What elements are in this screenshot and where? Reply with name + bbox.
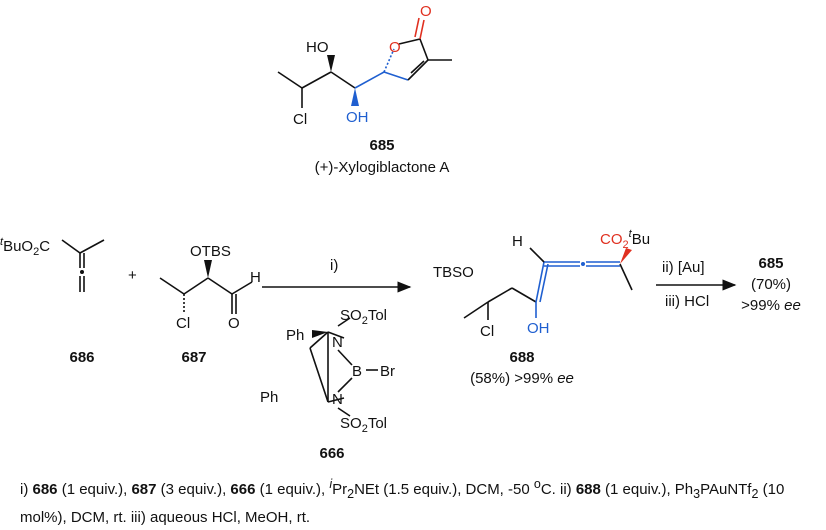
reactant-687-o-label: O bbox=[228, 315, 240, 332]
catalyst-666-ph-bottom: Ph bbox=[260, 389, 278, 406]
catalyst-666-b: B bbox=[352, 363, 362, 380]
intermediate-688-ester: CO2tBu bbox=[600, 228, 650, 251]
catalyst-666-ph-top: Ph bbox=[286, 327, 304, 344]
reactant-687-h-label: H bbox=[250, 269, 261, 286]
target-carbonyl-o-label: O bbox=[420, 3, 432, 20]
intermediate-688-yield: (58%) >99% ee bbox=[470, 370, 574, 387]
intermediate-688-number: 688 bbox=[509, 349, 534, 366]
reactant-687-otbs-label: OTBS bbox=[190, 243, 231, 260]
catalyst-666-n-bottom: N bbox=[332, 391, 343, 408]
reactant-686-structure bbox=[61, 239, 105, 292]
intermediate-688-cl: Cl bbox=[480, 323, 494, 340]
target-ring-o-label: O bbox=[389, 39, 401, 56]
target-ho-label: HO bbox=[306, 39, 329, 56]
product-yield: (70%) bbox=[751, 276, 791, 293]
intermediate-688-ester-wedge bbox=[620, 248, 632, 264]
intermediate-688-tbso: TBSO bbox=[433, 264, 474, 281]
intermediate-688-structure bbox=[463, 247, 633, 320]
catalyst-666-so2tol-bottom: SO2Tol bbox=[340, 415, 387, 435]
target-oh-label: OH bbox=[346, 109, 369, 126]
reaction-scheme: HO Cl OH O O 685 (+)-Xylogiblactone A tB… bbox=[0, 3, 801, 462]
intermediate-688-allene-dot bbox=[581, 262, 585, 266]
reactant-687-structure bbox=[159, 277, 253, 314]
step-iii-label: iii) HCl bbox=[665, 293, 709, 310]
target-structure-685 bbox=[277, 17, 452, 108]
catalyst-666-ph-top-wedge bbox=[312, 330, 328, 338]
intermediate-688-h: H bbox=[512, 233, 523, 250]
catalyst-666-n-top: N bbox=[332, 334, 343, 351]
target-compound-number: 685 bbox=[369, 137, 394, 154]
reactant-686-ester-label: tBuO2C bbox=[0, 236, 50, 258]
step-i-label: i) bbox=[330, 257, 338, 274]
catalyst-666-so2tol-top: SO2Tol bbox=[340, 307, 387, 327]
catalyst-666-structure bbox=[309, 317, 378, 417]
plus-sign: + bbox=[128, 267, 137, 284]
reactant-687-cl-label: Cl bbox=[176, 315, 190, 332]
reactant-686-number: 686 bbox=[69, 349, 94, 366]
target-cl-label: Cl bbox=[293, 111, 307, 128]
intermediate-688-oh: OH bbox=[527, 320, 550, 337]
reactant-686-allene-dot bbox=[80, 270, 84, 274]
catalyst-666-br: Br bbox=[380, 363, 395, 380]
product-ee: >99% ee bbox=[741, 297, 801, 314]
reactant-687-number: 687 bbox=[181, 349, 206, 366]
reaction-conditions: i) 686 (1 equiv.), 687 (3 equiv.), 666 (… bbox=[20, 477, 785, 526]
catalyst-666-number: 666 bbox=[319, 445, 344, 462]
target-compound-name: (+)-Xylogiblactone A bbox=[315, 159, 450, 176]
step-ii-label: ii) [Au] bbox=[662, 259, 705, 276]
reactant-687-otbs-wedge bbox=[204, 260, 212, 278]
product-number: 685 bbox=[758, 255, 783, 272]
